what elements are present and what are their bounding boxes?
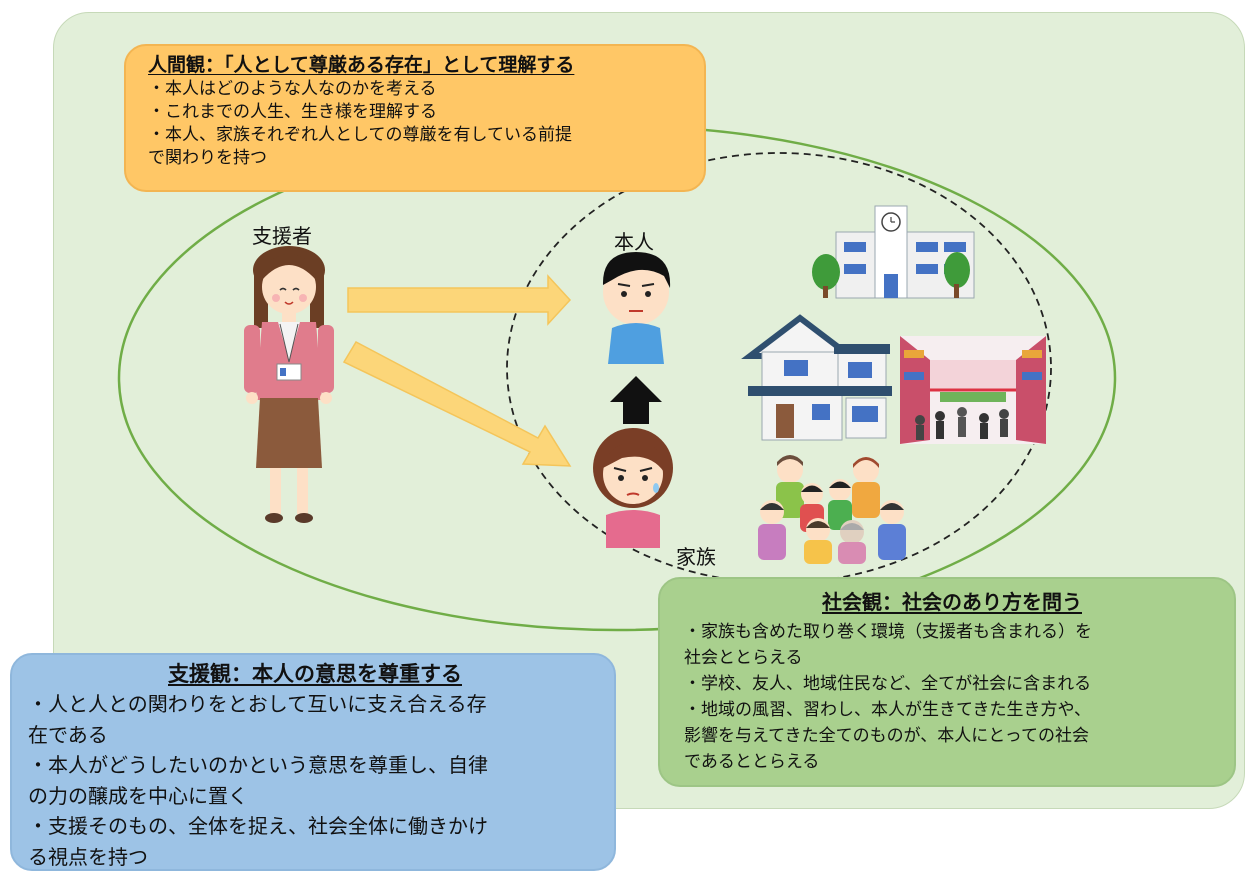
human-view-line: で関わりを持つ — [148, 148, 267, 168]
supporter-label: 支援者 — [252, 224, 312, 248]
society-view-line: ・家族も含めた取り巻く環境（支援者も含まれる）を — [684, 622, 1092, 642]
society-view-title: 社会観：社会のあり方を問う — [822, 590, 1082, 614]
family-mother-icon — [593, 428, 673, 548]
community-group-icon — [758, 455, 906, 564]
support-view-line: の力の醸成を中心に置く — [28, 783, 248, 808]
support-view-line: ・本人がどうしたいのかという意思を尊重し、自律 — [28, 753, 488, 777]
arrow-to-person-icon — [347, 274, 572, 326]
human-view-title: 人間観：「人として尊厳ある存在」として理解する — [148, 54, 575, 76]
house-icon — [741, 314, 892, 441]
society-view-line: ・地域の風習、習わし、本人が生きてきた生き方や、 — [684, 700, 1091, 720]
school-building-icon — [812, 205, 975, 299]
shopping-street-icon — [900, 336, 1046, 444]
support-view-line: ・支援そのもの、全体を捉え、社会全体に働きかけ — [28, 814, 488, 838]
support-view-line: 在である — [28, 722, 108, 747]
support-view-line: る視点を持つ — [28, 844, 148, 869]
human-view-line: ・本人、家族それぞれ人としての尊厳を有している前提 — [148, 125, 572, 145]
family-dashed-ellipse — [506, 152, 1052, 584]
society-view-card: 社会観：社会のあり方を問う ・家族も含めた取り巻く環境（支援者も含まれる）を 社… — [658, 577, 1236, 787]
support-view-line: ・人と人との関わりをとおして互いに支え合える存 — [28, 692, 487, 716]
human-view-card: 人間観：「人として尊厳ある存在」として理解する ・本人はどのような人なのかを考え… — [124, 44, 706, 192]
human-view-line: ・本人はどのような人なのかを考える — [148, 79, 437, 99]
society-view-line: 影響を与えてきた全てのものが、本人にとっての社会 — [684, 726, 1089, 746]
support-view-title: 支援観：本人の意思を尊重する — [168, 662, 462, 686]
human-view-line: ・これまでの人生、生き様を理解する — [148, 102, 437, 122]
family-label: 家族 — [676, 545, 716, 569]
supporter-woman-icon — [244, 246, 334, 523]
support-view-card: 支援観：本人の意思を尊重する ・人と人との関わりをとおして互いに支え合える存 在… — [10, 653, 616, 871]
society-view-line: ・学校、友人、地域住民など、全てが社会に含まれる — [684, 674, 1092, 694]
arrow-up-icon — [610, 376, 662, 424]
person-boy-icon — [602, 252, 671, 364]
society-view-line: 社会ととらえる — [684, 648, 803, 668]
arrow-to-family-icon — [342, 341, 572, 467]
society-view-line: であるととらえる — [684, 752, 820, 772]
person-label: 本人 — [614, 230, 654, 254]
